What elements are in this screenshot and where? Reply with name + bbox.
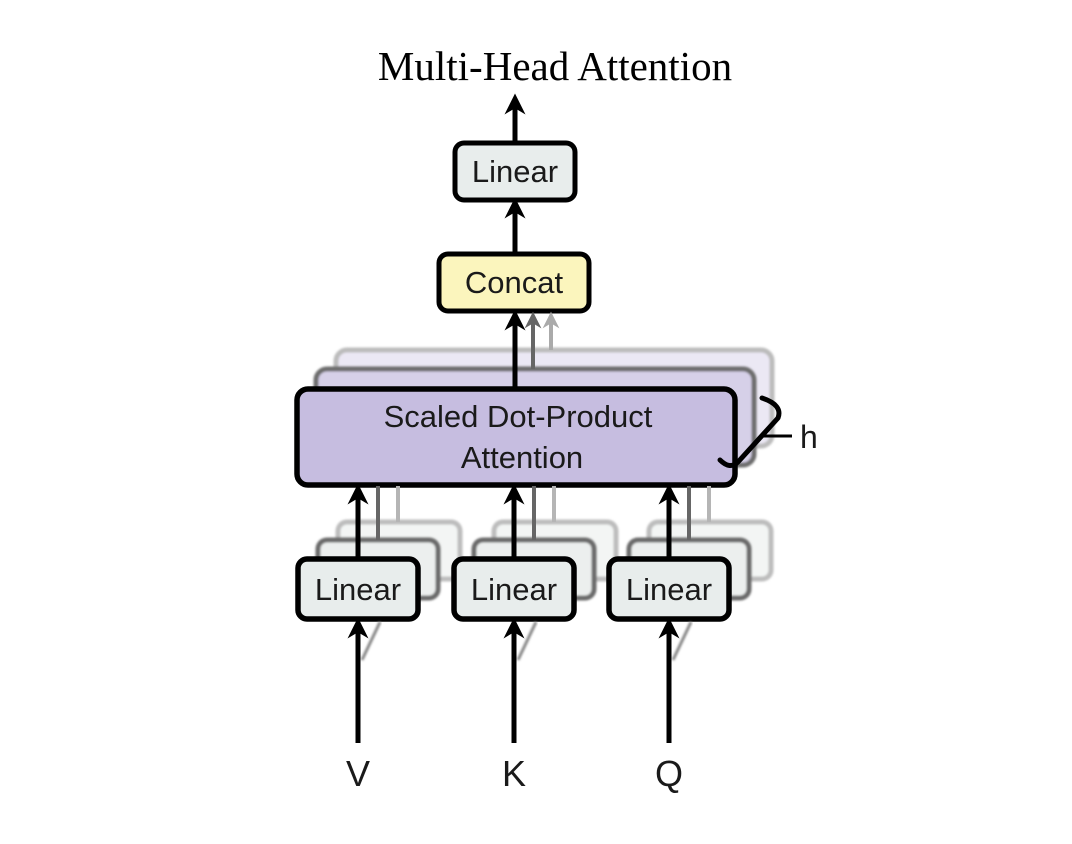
- attention-label-line2: Attention: [461, 440, 583, 475]
- scaled-dot-product-attention-block: Scaled Dot-Product Attention: [294, 386, 738, 488]
- k-fan-line: [516, 621, 538, 661]
- output-linear-label: Linear: [472, 154, 558, 189]
- concat-block: Concat: [436, 251, 592, 314]
- heads-count-label: h: [800, 419, 818, 455]
- concat-label: Concat: [465, 265, 564, 300]
- linear-k-stack: Linear: [451, 483, 619, 661]
- v-fan-line: [360, 621, 382, 661]
- input-label-k: K: [502, 753, 526, 794]
- input-label-v: V: [346, 753, 370, 794]
- linear-v-stack: Linear: [295, 483, 463, 661]
- linear-k-label: Linear: [471, 572, 557, 607]
- linear-q-stack: Linear: [606, 483, 774, 661]
- linear-q-label: Linear: [626, 572, 712, 607]
- q-fan-line: [671, 621, 693, 661]
- attention-label-line1: Scaled Dot-Product: [384, 399, 653, 434]
- linear-v-label: Linear: [315, 572, 401, 607]
- input-label-q: Q: [655, 753, 683, 794]
- heads-brace: [717, 395, 792, 468]
- output-linear-block: Linear: [452, 140, 578, 203]
- diagram-title: Multi-Head Attention: [378, 43, 732, 89]
